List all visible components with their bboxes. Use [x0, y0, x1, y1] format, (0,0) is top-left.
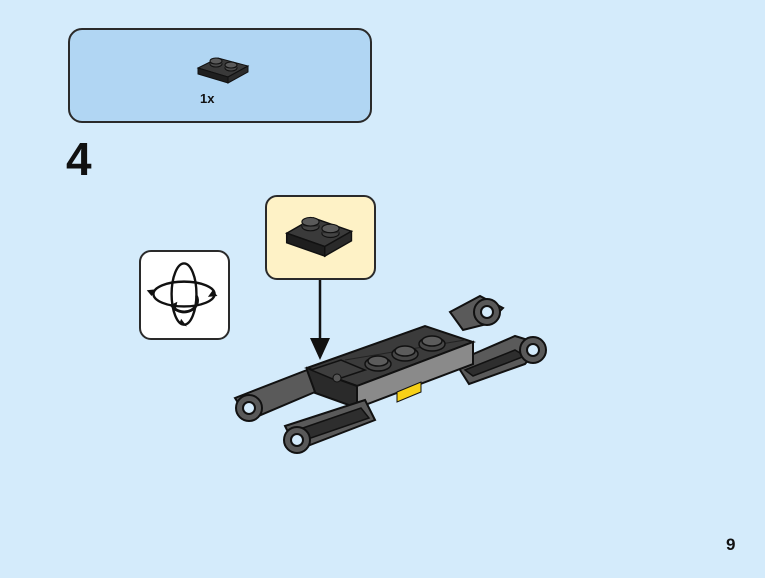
technic-beam-front-left [283, 398, 377, 454]
center-brick [304, 324, 476, 410]
step-number: 4 [66, 133, 92, 185]
technic-beam-back-left [233, 368, 317, 422]
technic-beam-back-right [448, 294, 505, 332]
rotate-hint-box [139, 250, 230, 340]
page-number: 9 [726, 535, 736, 554]
new-part-callout [265, 195, 376, 280]
plate-1x2-black-icon [284, 216, 354, 258]
plate-1x2-black-icon [196, 57, 250, 84]
part-quantity: 1x [200, 91, 215, 106]
rotate-model-icon [146, 262, 218, 327]
parts-list-box: 1x [68, 28, 372, 123]
placement-arrow [310, 280, 330, 360]
technic-beam-front-right [453, 334, 547, 386]
assembly-illustration [233, 280, 547, 454]
